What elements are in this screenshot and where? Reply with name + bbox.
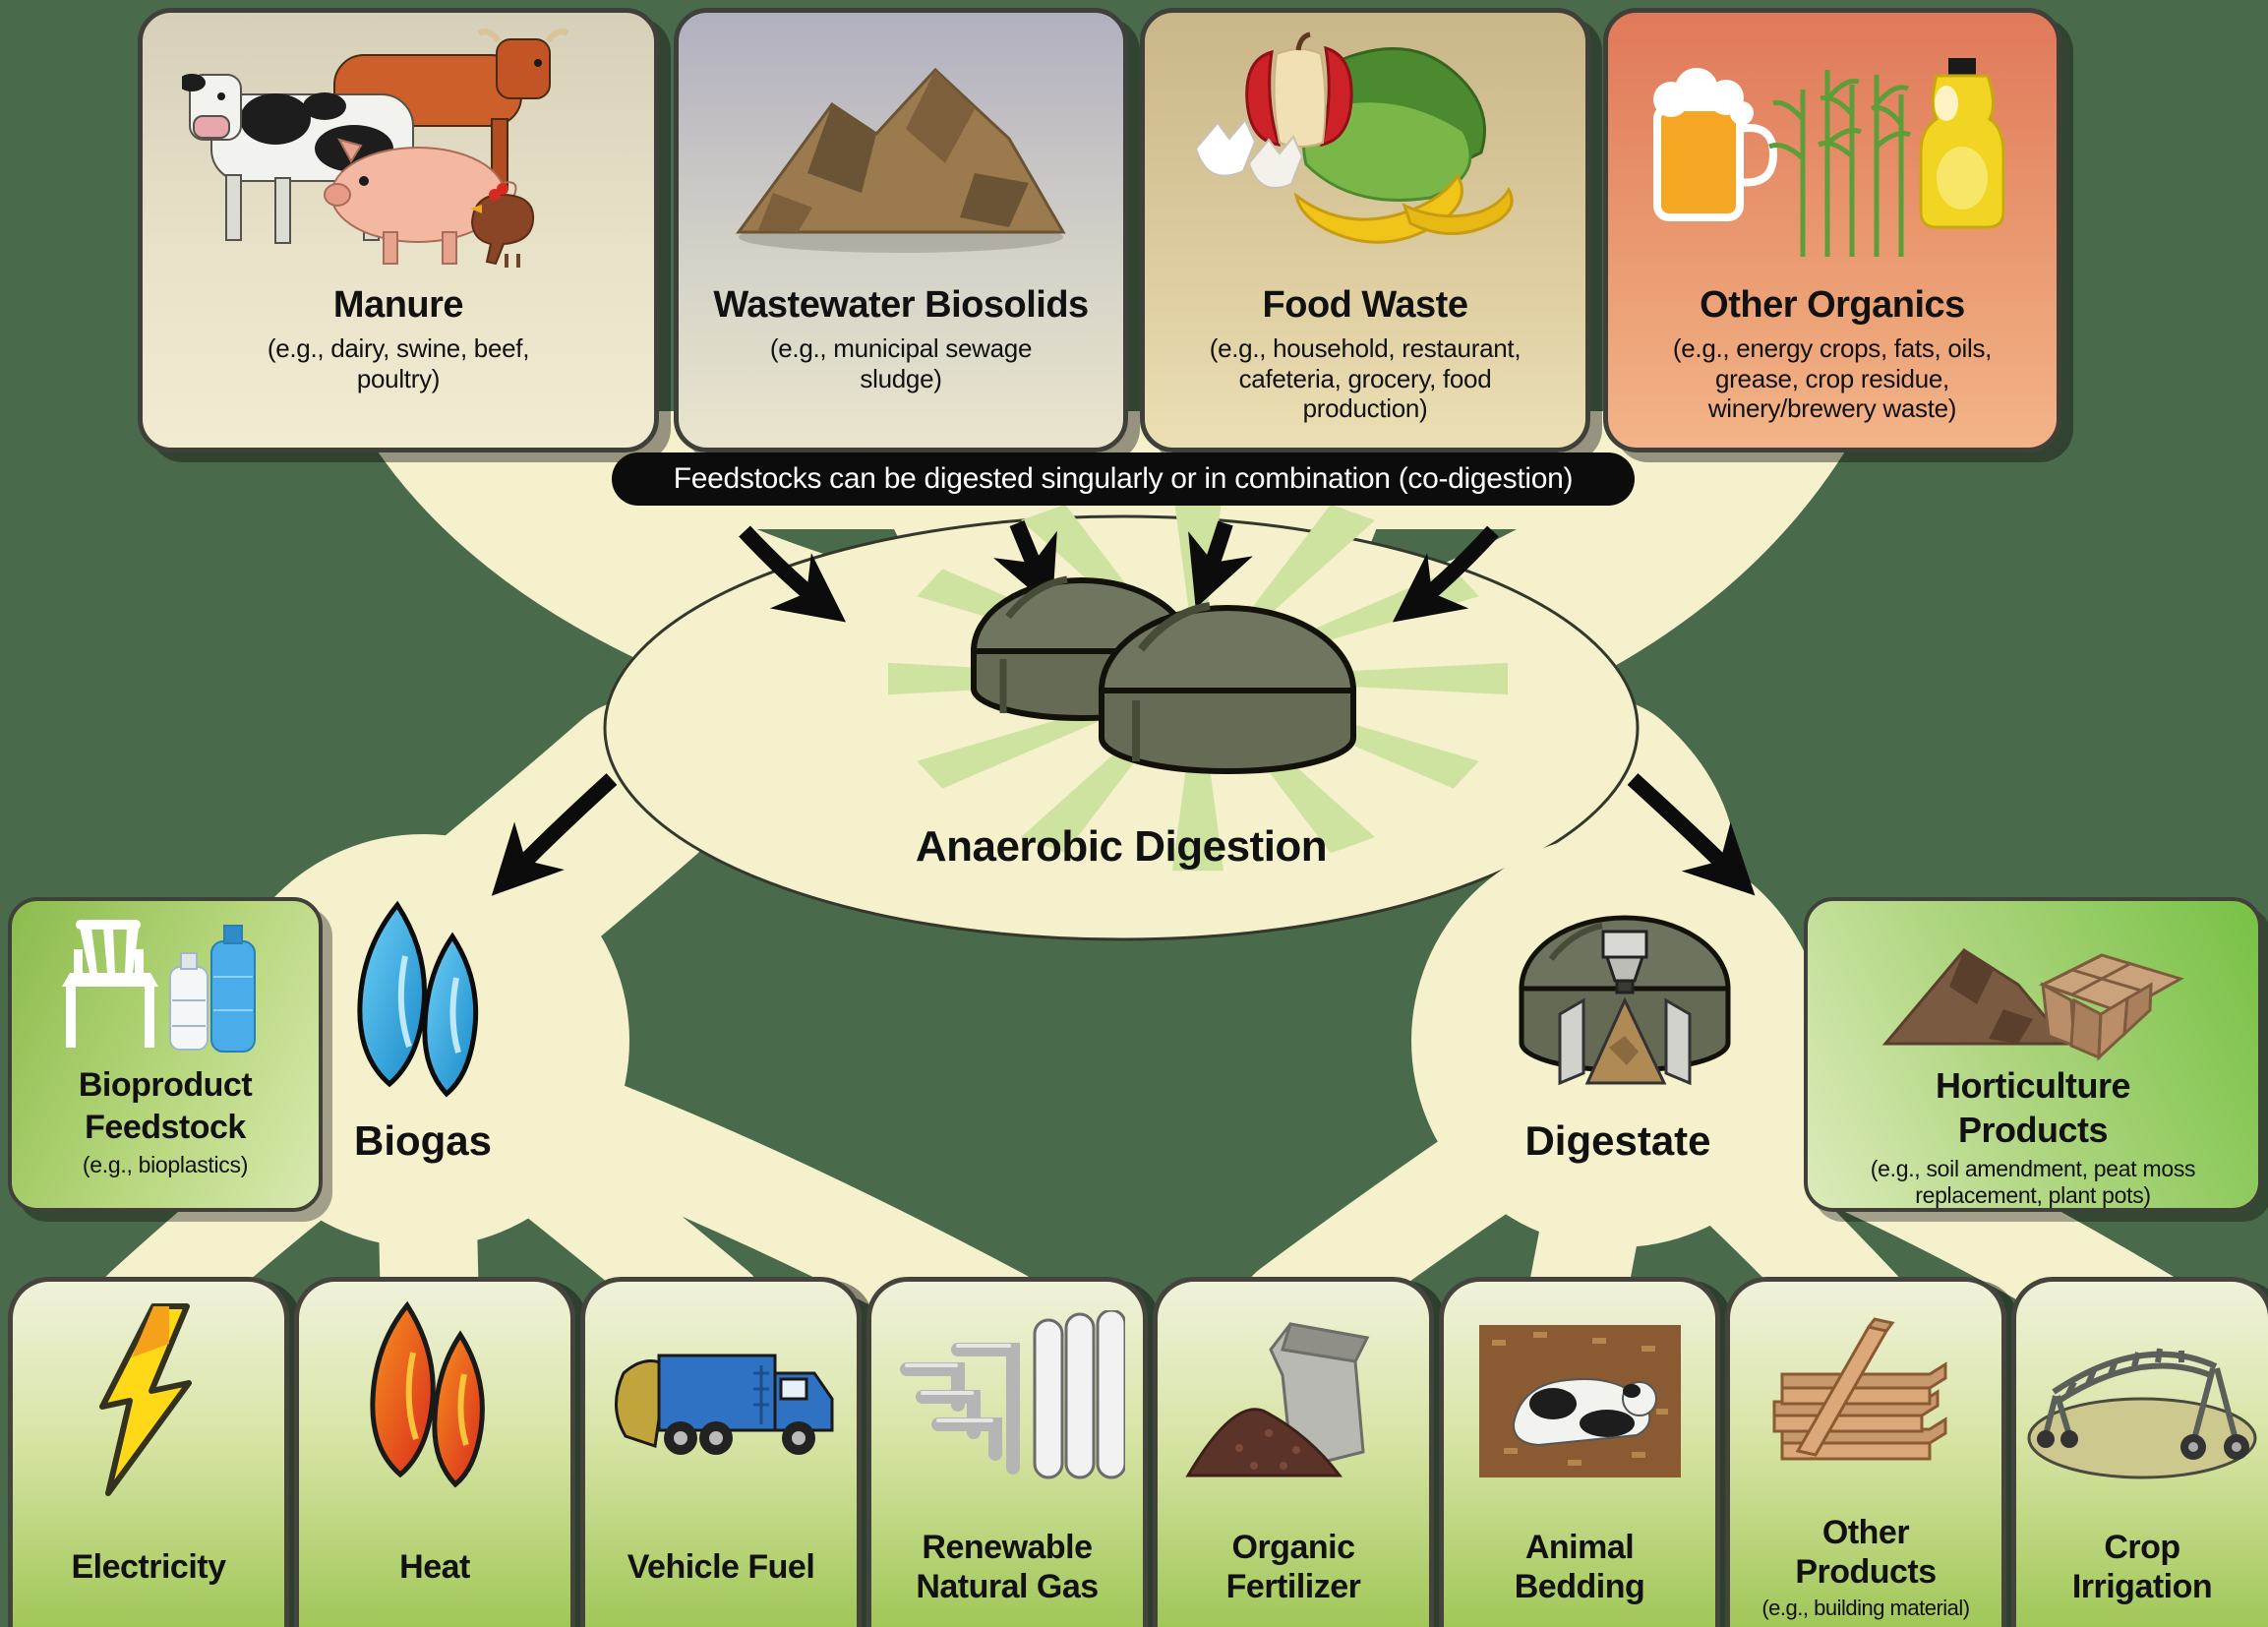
feedstock-title: Wastewater Biosolids — [713, 284, 1089, 326]
codigestion-banner: Feedstocks can be digested singularly or… — [612, 452, 1635, 506]
codigestion-banner-text: Feedstocks can be digested singularly or… — [673, 462, 1574, 495]
feedstock-title: Food Waste — [1262, 284, 1468, 326]
feedstock-subtitle: (e.g., dairy, swine, beef, poultry) — [267, 333, 530, 393]
product-box-organic-fertilizer: Organic Fertilizer — [1153, 1277, 1434, 1627]
product-label: Electricity — [71, 1547, 226, 1586]
feedstock-subtitle: (e.g., household, restaurant, cafeteria,… — [1209, 333, 1522, 424]
product-label: Renewable Natural Gas — [916, 1528, 1099, 1605]
feedstock-subtitle: (e.g., energy crops, fats, oils, grease,… — [1672, 333, 1993, 424]
product-label: Crop Irrigation — [2071, 1528, 2213, 1605]
product-label: Heat — [399, 1547, 470, 1586]
beer-mug — [1653, 103, 1778, 221]
beer-crops-oil-icon — [1608, 19, 2057, 278]
fertilizer-bag-icon — [1158, 1296, 1429, 1506]
product-box-crop-irrigation: Crop Irrigation — [2011, 1277, 2268, 1627]
bioproduct-title: Bioproduct Feedstock — [78, 1066, 253, 1146]
bioproduct-feedstock-box: Bioproduct Feedstock (e.g., bioplastics) — [8, 897, 323, 1212]
product-box-other-products: Other Products (e.g., building material) — [1725, 1277, 2006, 1627]
product-box-heat: Heat — [294, 1277, 575, 1627]
feedstock-title: Other Organics — [1700, 284, 1965, 326]
flow-arrows — [491, 519, 1756, 896]
feedstock-title: Manure — [332, 284, 464, 326]
product-box-electricity: Electricity — [8, 1277, 289, 1627]
chair-bottles-icon — [52, 915, 278, 1064]
digester-tanks-icon — [934, 533, 1426, 809]
energy-crops — [1768, 70, 1911, 257]
oil-bottle — [1919, 58, 2005, 229]
product-box-renewable-natural-gas: Renewable Natural Gas — [866, 1277, 1148, 1627]
digestate-label: Digestate — [1524, 1117, 1711, 1164]
biogas-label: Biogas — [353, 1117, 493, 1164]
product-label: Animal Bedding — [1514, 1528, 1645, 1605]
horticulture-title: Horticulture Products — [1935, 1065, 2131, 1151]
biosolids-pile-icon — [679, 19, 1123, 278]
product-label: Other Products — [1795, 1513, 1937, 1592]
feedstock-box-other-organics: Other Organics (e.g., energy crops, fats… — [1603, 8, 2061, 452]
product-label: Organic Fertilizer — [1225, 1528, 1361, 1605]
blue-flame-icon — [346, 897, 504, 1118]
flame-icon — [299, 1296, 570, 1506]
feedstock-box-wastewater-biosolids: Wastewater Biosolids (e.g., municipal se… — [674, 8, 1128, 452]
gas-pipes-icon — [871, 1296, 1143, 1506]
product-subtitle: (e.g., building material) — [1761, 1596, 1970, 1621]
garbage-truck-icon — [585, 1296, 857, 1506]
lightning-icon — [13, 1296, 284, 1506]
bioproduct-subtitle: (e.g., bioplastics) — [82, 1152, 249, 1177]
product-box-animal-bedding: Animal Bedding — [1439, 1277, 1720, 1627]
livestock-icon — [143, 19, 654, 278]
cow-bedding-icon — [1444, 1296, 1715, 1506]
lumber-icon — [1730, 1296, 2001, 1506]
feedstock-box-manure: Manure (e.g., dairy, swine, beef, poultr… — [138, 8, 659, 452]
horticulture-products-box: Horticulture Products (e.g., soil amendm… — [1804, 897, 2262, 1212]
soil-plant-pots-icon — [1871, 915, 2195, 1063]
anaerobic-digestion-label: Anaerobic Digestion — [915, 822, 1328, 871]
digestate-tank-icon — [1507, 890, 1743, 1112]
product-box-vehicle-fuel: Vehicle Fuel — [580, 1277, 862, 1627]
irrigation-pivot-icon — [2016, 1296, 2268, 1506]
feedstock-box-food-waste: Food Waste (e.g., household, restaurant,… — [1140, 8, 1590, 452]
food-scraps-icon — [1145, 19, 1585, 278]
horticulture-subtitle: (e.g., soil amendment, peat moss replace… — [1870, 1156, 2196, 1208]
product-label: Vehicle Fuel — [627, 1547, 815, 1586]
feedstock-subtitle: (e.g., municipal sewage sludge) — [769, 333, 1033, 393]
